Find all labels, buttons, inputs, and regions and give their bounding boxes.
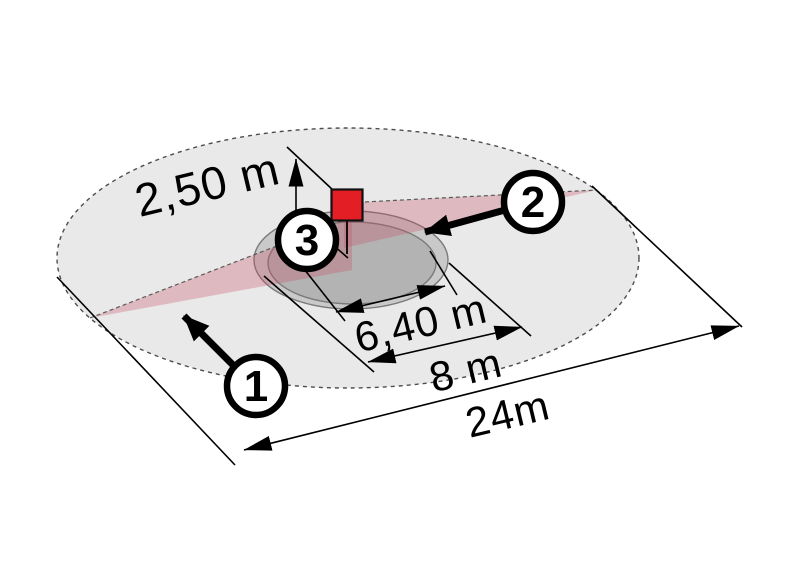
extension-line-24m-left (56, 276, 236, 466)
dimension-line-8m (367, 325, 523, 364)
height-slant-top-line (286, 146, 335, 192)
sensor-square (330, 188, 364, 222)
badge-2-circle (500, 169, 566, 235)
badge-2-label: 2 (521, 178, 545, 227)
radial-direction-arrow-icon (424, 206, 506, 236)
badge-1-label: 1 (244, 362, 268, 411)
badge-1: 1 (223, 353, 289, 419)
dimension-line-640m (335, 285, 446, 313)
extension-line-640-right (429, 250, 458, 296)
badge-3: 3 (274, 207, 340, 273)
dimension-line-24m (243, 325, 740, 451)
tangential-direction-arrow-icon (181, 313, 239, 371)
badge-3-circle (274, 207, 340, 273)
extension-line-8m-right (448, 262, 532, 337)
badge-2: 2 (500, 169, 566, 235)
extension-line-24m-right (591, 185, 743, 328)
badge-3-label: 3 (295, 216, 319, 265)
badge-1-circle (223, 353, 289, 419)
